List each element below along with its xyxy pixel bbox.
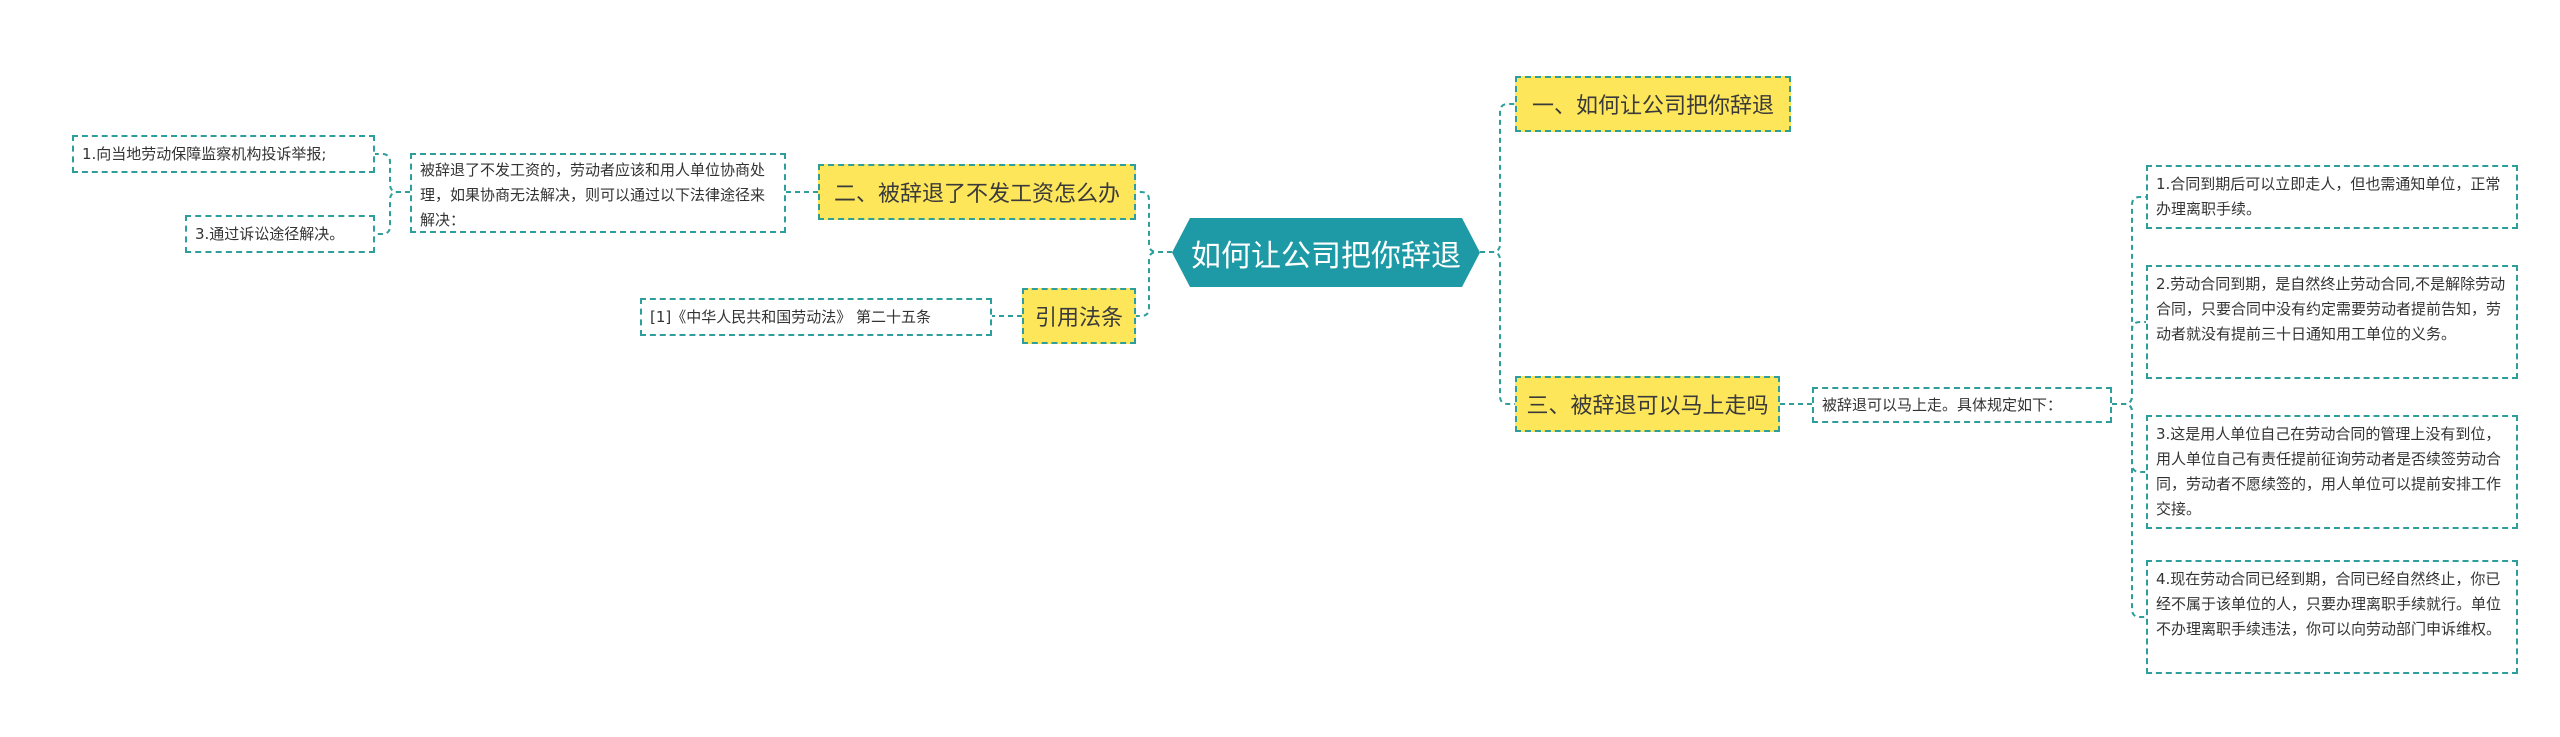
- edge-b3-item2: [2112, 321, 2146, 405]
- unpaid-wages-item-3[interactable]: 3.通过诉讼途径解决。: [185, 215, 375, 253]
- edge-detail-item2: [375, 191, 410, 235]
- unpaid-wages-item-1[interactable]: 1.向当地劳动保障监察机构投诉举报;: [72, 135, 375, 173]
- edge-central-b1: [1480, 103, 1515, 253]
- edge-central-b3: [1480, 251, 1515, 405]
- edge-central-b2: [1136, 191, 1172, 253]
- cited-law-item[interactable]: [1]《中华人民共和国劳动法》 第二十五条: [640, 298, 992, 336]
- edge-b3-item1: [2112, 196, 2146, 405]
- branch-cited-law[interactable]: 引用法条: [1022, 288, 1136, 344]
- edge-b3-item4: [2112, 403, 2146, 618]
- leave-immediately-item-1[interactable]: 1.合同到期后可以立即走人，但也需通知单位，正常办理离职手续。: [2146, 165, 2518, 229]
- edge-central-b4: [1136, 251, 1172, 317]
- leave-immediately-item-3[interactable]: 3.这是用人单位自己在劳动合同的管理上没有到位，用人单位自己有责任提前征询劳动者…: [2146, 415, 2518, 529]
- branch-how-to-get-fired[interactable]: 一、如何让公司把你辞退: [1515, 76, 1791, 132]
- edge-detail-item1: [375, 153, 410, 193]
- leave-immediately-detail[interactable]: 被辞退可以马上走。具体规定如下：: [1812, 387, 2112, 423]
- branch-leave-immediately[interactable]: 三、被辞退可以马上走吗: [1515, 376, 1780, 432]
- central-topic[interactable]: 如何让公司把你辞退: [1172, 218, 1480, 287]
- edge-b3-item3: [2112, 403, 2146, 473]
- leave-immediately-item-2[interactable]: 2.劳动合同到期，是自然终止劳动合同,不是解除劳动合同，只要合同中没有约定需要劳…: [2146, 265, 2518, 379]
- unpaid-wages-detail[interactable]: 被辞退了不发工资的，劳动者应该和用人单位协商处理，如果协商无法解决，则可以通过以…: [410, 153, 786, 233]
- leave-immediately-item-4[interactable]: 4.现在劳动合同已经到期，合同已经自然终止，你已经不属于该单位的人，只要办理离职…: [2146, 560, 2518, 674]
- branch-unpaid-wages[interactable]: 二、被辞退了不发工资怎么办: [818, 164, 1136, 220]
